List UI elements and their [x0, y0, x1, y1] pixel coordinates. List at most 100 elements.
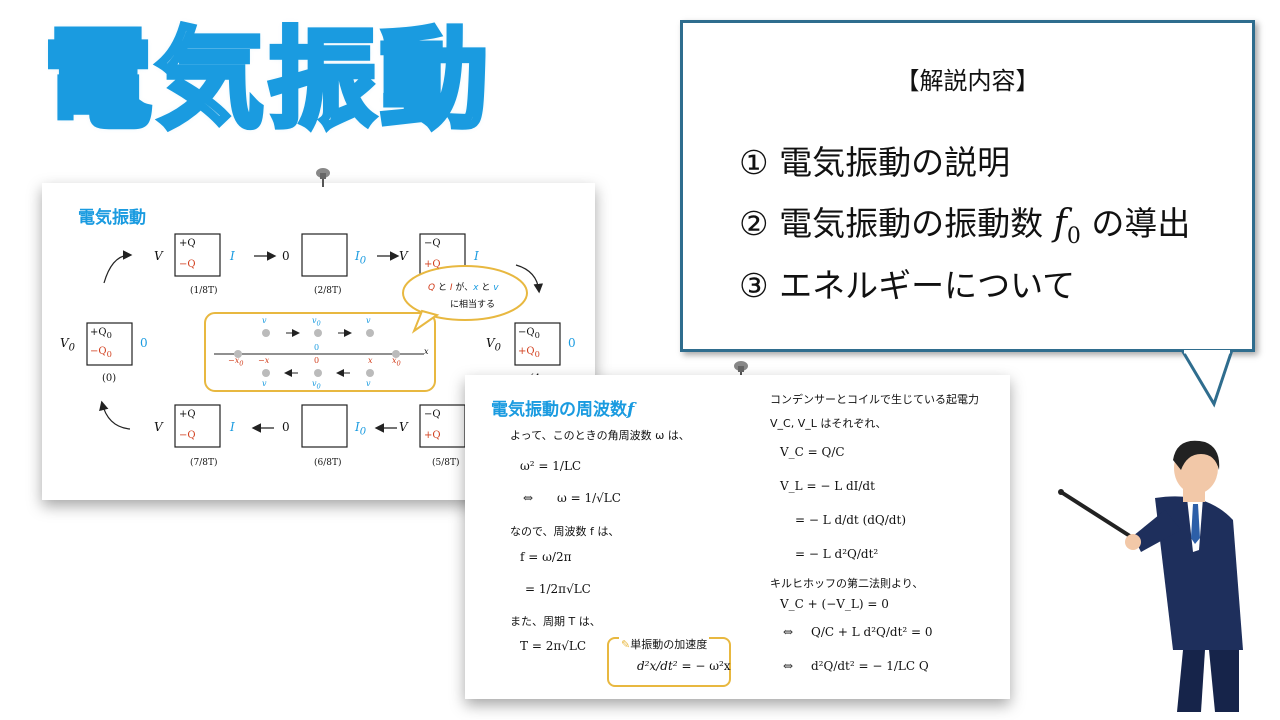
- c2-current: I0: [355, 249, 366, 266]
- osc-x0-sub: 0: [396, 359, 401, 368]
- osc-v-left-bottom: v: [262, 379, 267, 388]
- c4-q2-sub: 0: [534, 349, 540, 359]
- contents-item-1: ① 電気振動の説明: [739, 143, 1011, 182]
- contents-callout: 【解説内容】 ① 電気振動の説明 ② 電気振動の振動数 f0 の導出 ③ エネル…: [680, 20, 1255, 352]
- eq-equiv-1: ⇔: [523, 491, 534, 505]
- c7-time-den: 8T: [202, 458, 215, 468]
- c7-time-num: 7: [193, 458, 200, 468]
- c5-time-den: 8T: [444, 458, 457, 468]
- eq-equiv-3: ⇔: [783, 659, 794, 673]
- c1-time: (1/8T): [190, 286, 218, 296]
- bubble-and2: と: [478, 283, 494, 293]
- c1-charge-minus: −Q: [179, 259, 196, 270]
- eq-kirchhoff-2: Q/C + L d²Q/dt² = 0: [811, 625, 933, 639]
- osc-zero-bottom: 0: [314, 356, 320, 365]
- c3-charge-plus: +Q: [424, 259, 441, 270]
- eq-vc: V_C = Q/C: [780, 445, 845, 459]
- c3-current: I: [474, 249, 479, 263]
- c0-charge-minus: −Q0: [90, 346, 112, 359]
- c4-q1-sub: 0: [534, 330, 540, 340]
- card2-title-text: 電気振動の周波数: [491, 400, 627, 420]
- osc-v0-bottom-sub: 0: [316, 382, 321, 391]
- page-title: 電気振動: [41, 18, 493, 143]
- eq-T: T = 2π√LC: [520, 639, 587, 653]
- c0-voltage: V0: [60, 336, 75, 353]
- contents-item-2-tail: の導出: [1091, 204, 1191, 243]
- c7-time: (7/8T): [190, 458, 218, 468]
- card-title: 電気振動の周波数f: [491, 395, 634, 420]
- bubble-and1: と: [435, 283, 450, 293]
- frequency-card: 電気振動の周波数f よって、このときの角周波数 ω は、 ω² = 1/LC ⇔…: [465, 375, 1010, 699]
- osc-zero-top: 0: [314, 343, 320, 352]
- osc-x0-x: x: [392, 356, 397, 365]
- card-title: 電気振動: [78, 208, 146, 228]
- text-line-2: なので、周波数 f は、: [510, 525, 620, 538]
- c6-voltage: 0: [282, 420, 290, 434]
- contents-item-2-text: ② 電気振動の振動数: [739, 204, 1044, 243]
- c4-q1: −Q: [518, 327, 535, 338]
- circuit-diagram: [86, 233, 561, 448]
- contents-item-2: ② 電気振動の振動数 f0 の導出: [739, 197, 1190, 249]
- c5-voltage: V: [399, 420, 408, 434]
- eq-omega-sq: ω² = 1/LC: [520, 459, 582, 473]
- note-label-text: 単振動の加速度: [630, 638, 708, 651]
- c5-time-num: 5: [435, 458, 442, 468]
- osc-v0-bottom: v0: [312, 379, 321, 391]
- osc-v-right-bottom: v: [366, 379, 371, 388]
- c0-charge-plus: +Q0: [90, 327, 112, 340]
- bubble-q: Q: [428, 283, 436, 293]
- right-line-1: コンデンサーとコイルで生じている起電力: [770, 393, 979, 406]
- c2-time-num: 2: [317, 286, 324, 296]
- c7-charge-plus: +Q: [179, 409, 196, 420]
- c0-current: 0: [140, 336, 148, 350]
- pencil-icon: ✎: [621, 638, 631, 651]
- note-equation-rhs: = − ω²x: [681, 659, 731, 673]
- c0-v-sub: 0: [68, 342, 76, 354]
- note-equation: d²x/dt² = − ω²x: [637, 659, 731, 673]
- osc-v-left: v: [262, 316, 267, 325]
- c7-charge-minus: −Q: [179, 430, 196, 441]
- c2-time-den: 8T: [326, 286, 339, 296]
- pushpin-icon: [316, 168, 330, 187]
- osc-x0: x0: [392, 356, 401, 368]
- osc-negx0-sub: 0: [239, 359, 244, 368]
- c6-current: I0: [355, 420, 366, 437]
- osc-axis-label: x: [424, 347, 429, 356]
- c0-q2: −Q: [90, 346, 107, 357]
- c2-current-i: I: [355, 249, 360, 263]
- c6-current-sub: 0: [359, 426, 367, 438]
- contents-item-3: ③ エネルギーについて: [739, 266, 1076, 305]
- text-line-1: よって、このときの角周波数 ω は、: [510, 429, 690, 442]
- c2-time: (2/8T): [314, 286, 342, 296]
- c0-q1: +Q: [90, 327, 107, 338]
- eq-equiv-2: ⇔: [783, 625, 794, 639]
- eq-kirchhoff: V_C + (−V_L) = 0: [780, 597, 889, 611]
- c1-voltage: V: [154, 249, 163, 263]
- text-line-3: また、周期 T は、: [510, 615, 601, 628]
- bubble-line-2: に相当する: [450, 300, 496, 310]
- osc-negx0-x: −x: [228, 356, 240, 365]
- c0-v: V: [60, 336, 69, 350]
- osc-v0-top-v: v: [312, 316, 317, 325]
- eq-f: f = ω/2π: [520, 550, 572, 564]
- frequency-symbol-sub: 0: [1066, 224, 1081, 250]
- eq-omega: ω = 1/√LC: [557, 491, 621, 505]
- c3-voltage: V: [399, 249, 408, 263]
- c5-time: (5/8T): [432, 458, 460, 468]
- c4-q2: +Q: [518, 346, 535, 357]
- bubble-ga: が、: [452, 283, 474, 293]
- c4-v-sub: 0: [494, 342, 502, 354]
- frequency-symbol: f0: [1054, 203, 1081, 249]
- osc-negx: −x: [258, 356, 270, 365]
- c6-time-num: 6: [317, 458, 324, 468]
- eq-vl-2: = − L d/dt (dQ/dt): [795, 513, 906, 527]
- c3-charge-minus: −Q: [424, 238, 441, 249]
- c1-time-num: 1: [193, 286, 200, 296]
- eq-final: d²Q/dt² = − 1/LC Q: [811, 659, 929, 673]
- c0-q2-sub: 0: [106, 349, 112, 359]
- c6-time-den: 8T: [326, 458, 339, 468]
- c4-v: V: [486, 336, 495, 350]
- osc-v0-top: v0: [312, 316, 321, 328]
- right-line-2: V_C, V_L はそれぞれ、: [770, 417, 887, 430]
- osc-v0-top-sub: 0: [316, 319, 321, 328]
